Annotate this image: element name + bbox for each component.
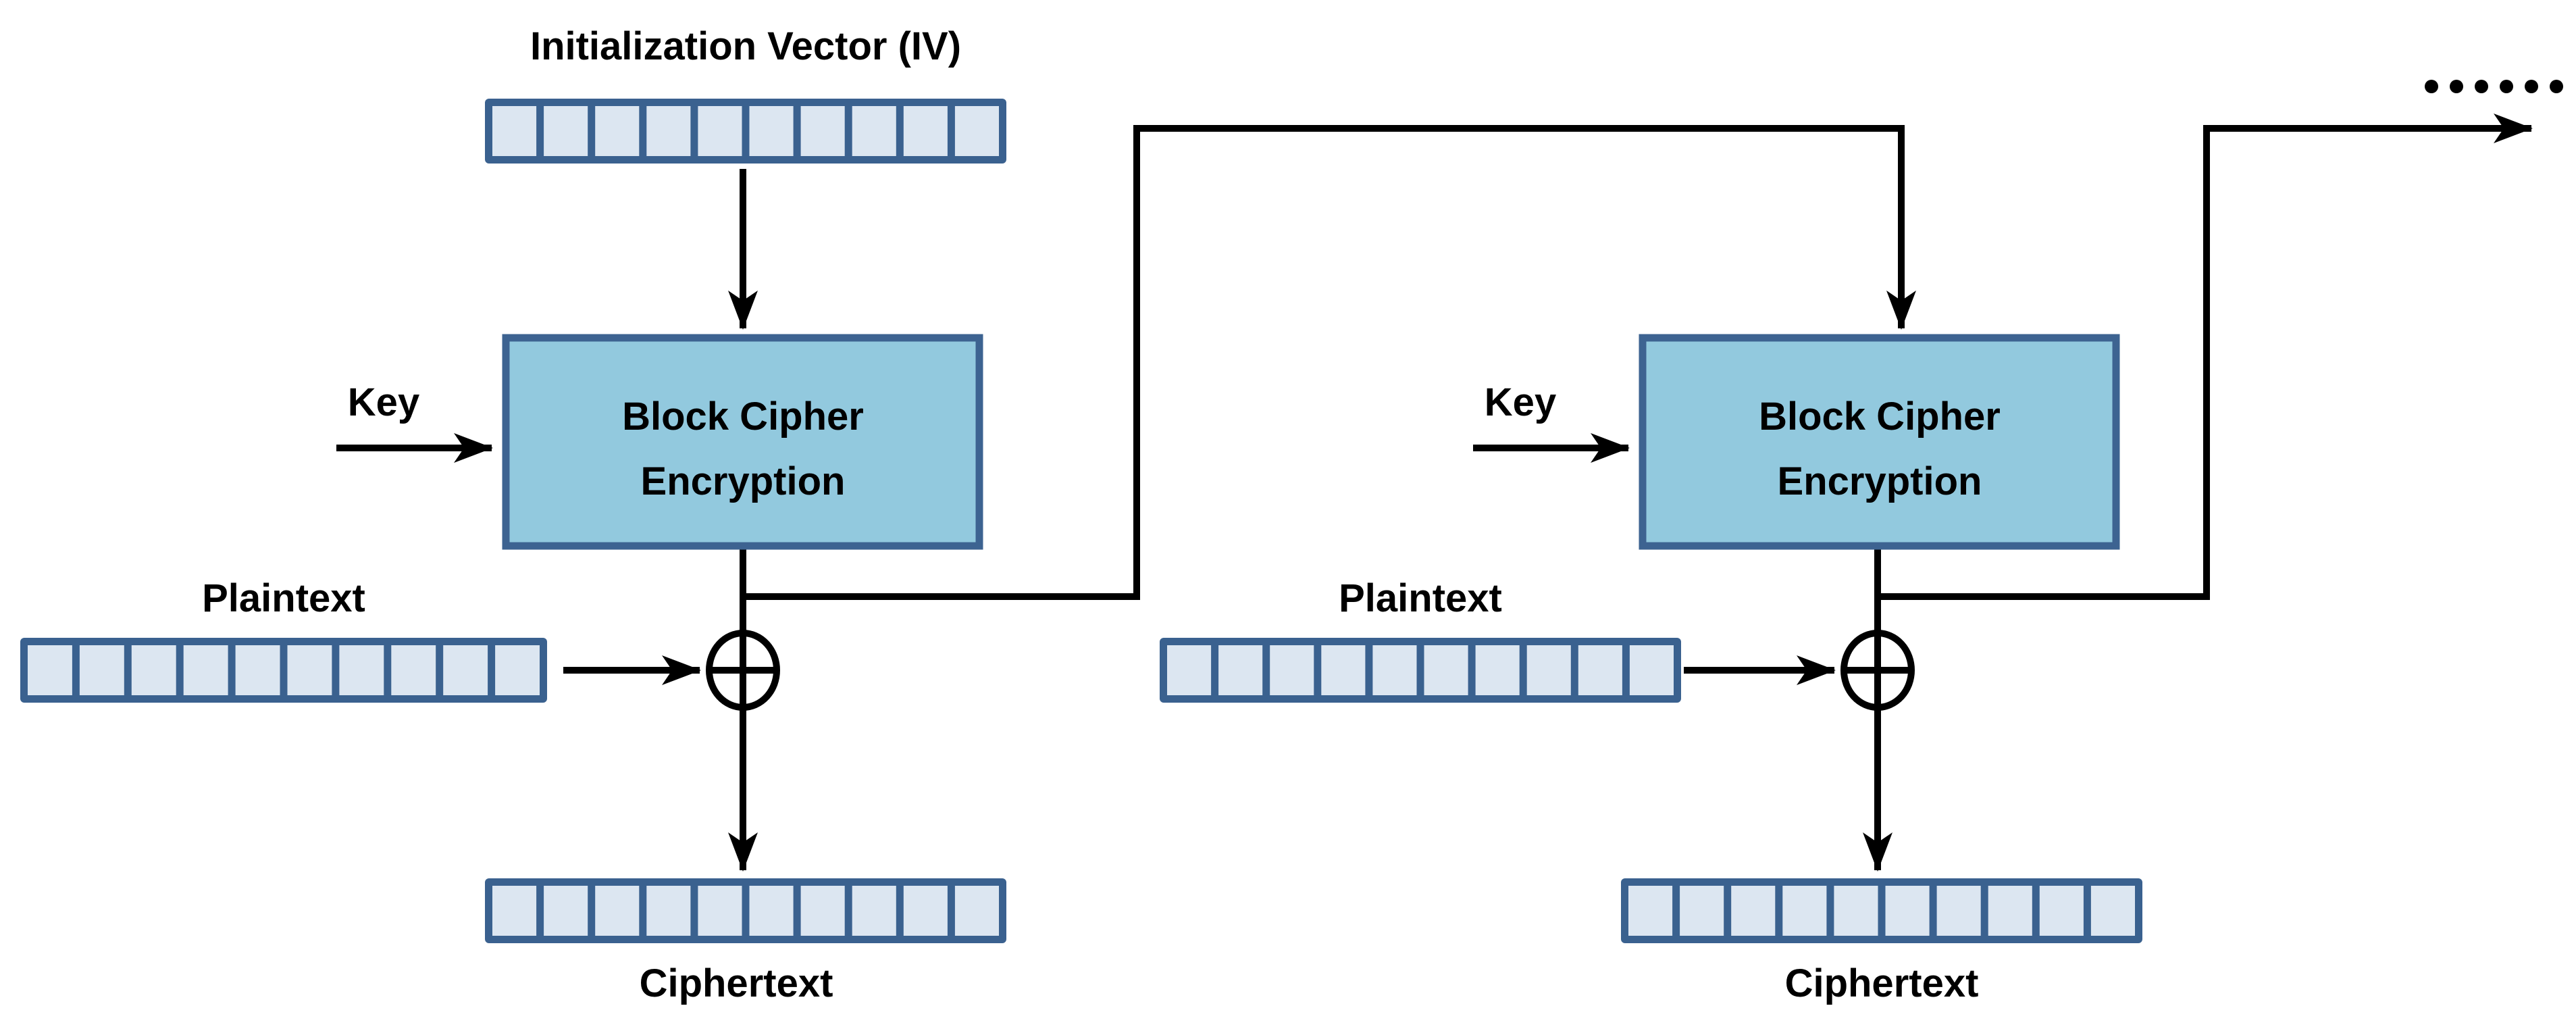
continuation-dot bbox=[2500, 80, 2513, 93]
register-cell bbox=[698, 886, 742, 936]
register-cell bbox=[1782, 886, 1827, 936]
register-cell bbox=[1526, 645, 1571, 695]
register-cell bbox=[1834, 886, 1878, 936]
continuation-dot bbox=[2525, 80, 2538, 93]
continuation-dots bbox=[2425, 80, 2563, 93]
stage-2: Key Block Cipher Encryption Plaintext Ci… bbox=[1160, 114, 2533, 1005]
register-cell bbox=[2090, 886, 2135, 936]
block-cipher-box-1-line1: Block Cipher bbox=[622, 395, 864, 438]
register-cell bbox=[749, 106, 794, 156]
register-cell bbox=[646, 106, 691, 156]
register-cell bbox=[1988, 886, 2032, 936]
plaintext-label-1: Plaintext bbox=[202, 576, 365, 620]
register-cell bbox=[1936, 886, 1981, 936]
register-cell bbox=[1270, 645, 1314, 695]
plaintext-label-2: Plaintext bbox=[1339, 576, 1502, 620]
register-cell bbox=[183, 645, 228, 695]
ciphertext-register-2 bbox=[1621, 878, 2142, 943]
register-cell bbox=[1475, 645, 1520, 695]
stage-1: Initialization Vector (IV) Key Block Cip… bbox=[20, 24, 1916, 1005]
register-cell bbox=[954, 106, 999, 156]
continuation-dot bbox=[2550, 80, 2563, 93]
register-cell bbox=[1218, 645, 1263, 695]
register-cell bbox=[903, 886, 948, 936]
register-cell bbox=[1628, 886, 1673, 936]
continuation-dot bbox=[2425, 80, 2438, 93]
key-label-1: Key bbox=[348, 380, 419, 424]
register-cell bbox=[1167, 645, 1212, 695]
register-cell bbox=[1885, 886, 1930, 936]
register-cell bbox=[852, 886, 896, 936]
register-cell bbox=[391, 645, 436, 695]
register-cell bbox=[131, 645, 176, 695]
register-cell bbox=[1578, 645, 1622, 695]
register-cell bbox=[954, 886, 999, 936]
register-cell bbox=[79, 645, 124, 695]
register-cell bbox=[903, 106, 948, 156]
ciphertext-label-1: Ciphertext bbox=[640, 961, 833, 1005]
register-cell bbox=[544, 886, 588, 936]
register-cell bbox=[595, 886, 640, 936]
register-cell bbox=[2039, 886, 2084, 936]
register-cell bbox=[495, 645, 540, 695]
register-cell bbox=[1321, 645, 1366, 695]
register-cell bbox=[698, 106, 742, 156]
iv-label: Initialization Vector (IV) bbox=[530, 24, 961, 68]
continuation-dot bbox=[2450, 80, 2463, 93]
xor-node-1 bbox=[706, 630, 780, 711]
block-cipher-box-2 bbox=[1639, 334, 2120, 550]
register-cell bbox=[646, 886, 691, 936]
stage1-feedback-line bbox=[743, 125, 1916, 600]
register-cell bbox=[852, 106, 896, 156]
register-cell bbox=[1680, 886, 1724, 936]
register-cell bbox=[800, 886, 845, 936]
register-cell bbox=[492, 106, 537, 156]
iv-register bbox=[485, 99, 1006, 164]
register-cell bbox=[749, 886, 794, 936]
register-cell bbox=[1731, 886, 1776, 936]
register-cell bbox=[339, 645, 384, 695]
register-cell bbox=[544, 106, 588, 156]
continuation-dot bbox=[2475, 80, 2488, 93]
register-cell bbox=[595, 106, 640, 156]
register-cell bbox=[235, 645, 280, 695]
plaintext-register-2 bbox=[1160, 638, 1681, 703]
stage2-feedback-line bbox=[1878, 114, 2533, 600]
block-cipher-box-1-line2: Encryption bbox=[641, 459, 846, 503]
register-cell bbox=[443, 645, 488, 695]
block-cipher-box-2-line1: Block Cipher bbox=[1759, 395, 2001, 438]
register-cell bbox=[1629, 645, 1674, 695]
block-cipher-box-1 bbox=[502, 334, 983, 550]
xor-node-2 bbox=[1840, 630, 1915, 711]
ciphertext-register-1 bbox=[485, 878, 1006, 943]
register-cell bbox=[1424, 645, 1468, 695]
register-cell bbox=[28, 645, 72, 695]
ciphertext-label-2: Ciphertext bbox=[1785, 961, 1979, 1005]
register-cell bbox=[800, 106, 845, 156]
plaintext-register-1 bbox=[20, 638, 547, 703]
block-cipher-box-2-line2: Encryption bbox=[1778, 459, 1982, 503]
key-label-2: Key bbox=[1485, 380, 1556, 424]
register-cell bbox=[287, 645, 332, 695]
register-cell bbox=[492, 886, 537, 936]
register-cell bbox=[1372, 645, 1417, 695]
